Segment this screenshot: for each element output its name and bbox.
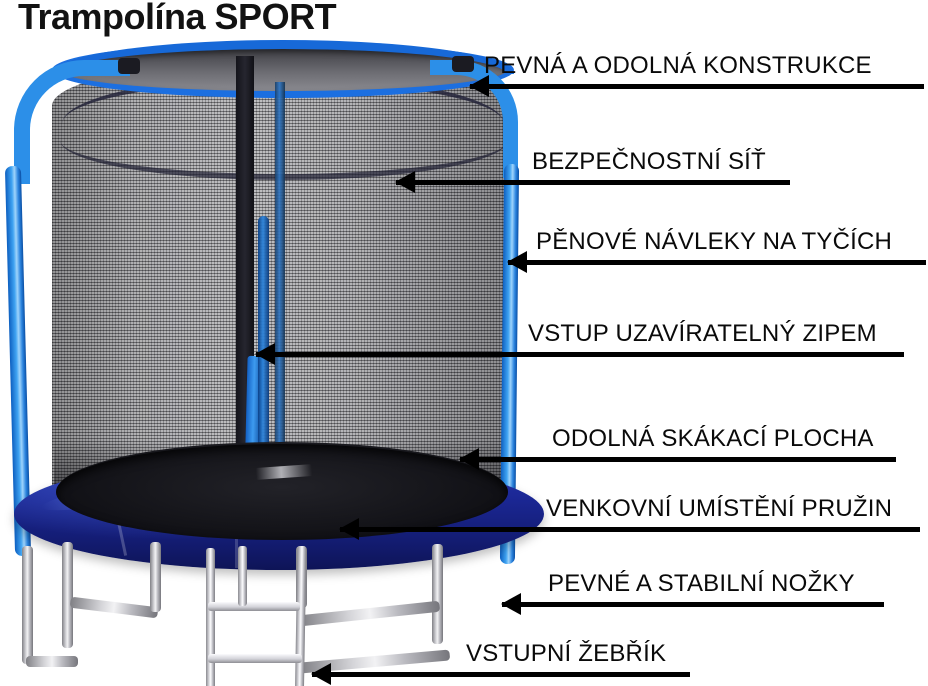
callout-label-vstup-zipem: VSTUP UZAVÍRATELNÝ ZIPEM bbox=[528, 320, 877, 347]
left-arrow-icon bbox=[311, 663, 331, 685]
pole-joint-left bbox=[118, 58, 140, 74]
ladder-hook bbox=[238, 546, 247, 606]
page-title: Trampolína SPORT bbox=[18, 0, 337, 37]
left-arrow-icon bbox=[459, 448, 479, 470]
ladder-rung-1 bbox=[208, 602, 300, 611]
ladder-rung-2 bbox=[208, 654, 302, 663]
pole-joint-right bbox=[452, 56, 474, 72]
left-arrow-icon bbox=[339, 518, 359, 540]
callout-line-penove-navleky bbox=[508, 260, 926, 265]
callout-label-konstrukce: PEVNÁ A ODOLNÁ KONSTRUKCE bbox=[484, 52, 872, 79]
left-arrow-icon bbox=[507, 251, 527, 273]
support-leg-right-outer bbox=[432, 544, 443, 644]
support-leg-left-outer bbox=[22, 546, 33, 664]
callout-label-stabilni-nozky: PEVNÉ A STABILNÍ NOŽKY bbox=[548, 570, 855, 597]
support-leg-right-brace bbox=[299, 600, 441, 627]
left-arrow-icon bbox=[469, 75, 489, 97]
callout-label-bezpecnostni-sit: BEZPEČNOSTNÍ SÍŤ bbox=[532, 148, 766, 175]
support-leg-left-foot bbox=[26, 656, 78, 667]
spring-pad-seam-2 bbox=[235, 538, 238, 568]
callout-line-bezpecnostni-sit bbox=[396, 180, 790, 185]
callout-line-skakaci-plocha bbox=[460, 457, 896, 462]
callout-line-konstrukce bbox=[470, 84, 924, 89]
callout-line-vstup-zipem bbox=[256, 352, 904, 357]
left-arrow-icon bbox=[501, 593, 521, 615]
support-leg-left-inner bbox=[62, 542, 73, 648]
support-leg-left-brace bbox=[69, 596, 159, 619]
callout-line-stabilni-nozky bbox=[502, 602, 884, 607]
foam-pole-left-curve bbox=[14, 60, 130, 184]
callout-line-vstupni-zebrik bbox=[312, 672, 690, 677]
left-arrow-icon bbox=[395, 171, 415, 193]
callout-label-penove-navleky: PĚNOVÉ NÁVLEKY NA TYČÍCH bbox=[536, 228, 893, 255]
support-leg-left-post bbox=[150, 542, 161, 612]
zipper-entrance-edge bbox=[275, 82, 285, 487]
callout-line-venkovni-pruziny bbox=[340, 527, 920, 532]
callout-label-skakaci-plocha: ODOLNÁ SKÁKACÍ PLOCHA bbox=[552, 425, 874, 452]
ladder-rail-left bbox=[206, 548, 215, 686]
jumping-mat bbox=[56, 444, 508, 540]
callout-label-vstupni-zebrik: VSTUPNÍ ŽEBŘÍK bbox=[466, 640, 667, 667]
product-photo bbox=[0, 40, 560, 686]
callout-label-venkovni-pruziny: VENKOVNÍ UMÍSTĚNÍ PRUŽIN bbox=[546, 495, 893, 522]
left-arrow-icon bbox=[255, 343, 275, 365]
